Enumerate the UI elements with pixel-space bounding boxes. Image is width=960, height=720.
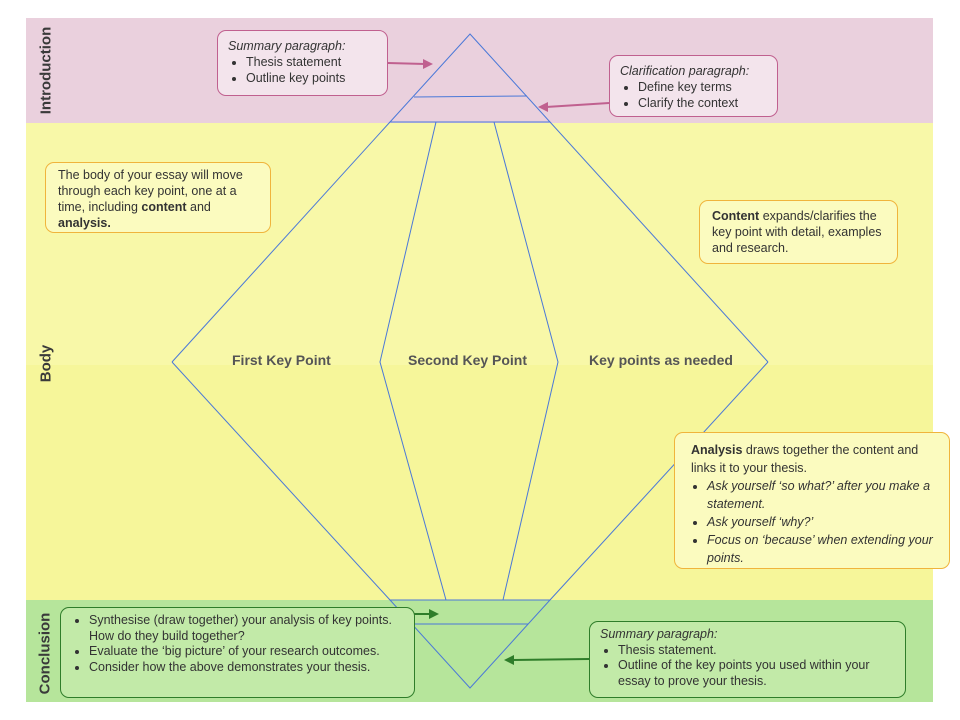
conclusion-summary-list: Thesis statement. Outline of the key poi… (600, 643, 895, 690)
diamond-upper-left-edge (171, 121, 391, 363)
list-item: Outline of the key points you used withi… (618, 658, 895, 689)
key-point-divider-left (379, 121, 447, 601)
analysis-term: Analysis (691, 443, 743, 457)
diamond-lower-right-edge (549, 361, 769, 601)
list-item: Thesis statement. (618, 643, 895, 659)
key-points-as-needed-label: Key points as needed (589, 352, 733, 368)
list-item: Consider how the above demonstrates your… (89, 660, 406, 676)
first-key-point-label: First Key Point (232, 352, 331, 368)
body-overview-text-2: and (186, 200, 211, 214)
intro-summary-arrowhead (423, 59, 433, 69)
content-term: Content (712, 209, 760, 223)
conclusion-synthesis-list: Synthesise (draw together) your analysis… (71, 613, 406, 675)
conclusion-summary-heading: Summary paragraph: (600, 627, 718, 641)
intro-clarification-heading: Clarification paragraph: (620, 64, 750, 78)
intro-clarification-arrow (545, 102, 610, 108)
intro-divider-line (413, 95, 528, 98)
intro-triangle (388, 33, 552, 123)
diamond-upper-right-edge (549, 121, 769, 363)
conclusion-right-arrowhead (504, 655, 514, 665)
list-item: Ask yourself ‘why?’ (707, 513, 933, 531)
intro-summary-heading: Summary paragraph: (228, 39, 346, 53)
analysis-note-box: Analysis draws together the content and … (674, 432, 950, 569)
conclusion-summary-box: Summary paragraph: Thesis statement. Out… (589, 621, 906, 698)
intro-summary-arrow (387, 62, 426, 65)
second-key-point-label: Second Key Point (408, 352, 528, 368)
intro-clarification-arrowhead (538, 102, 548, 112)
list-item: Clarify the context (638, 95, 767, 111)
body-overview-content-term: content (141, 200, 187, 214)
list-item: Ask yourself ‘so what?’ after you make a… (707, 477, 933, 513)
body-overview-analysis-term: analysis. (58, 216, 111, 230)
conclusion-triangle (388, 599, 552, 689)
intro-summary-box: Summary paragraph: Thesis statement Outl… (217, 30, 388, 96)
intro-clarification-list: Define key terms Clarify the context (620, 79, 767, 111)
conclusion-left-arrowhead (429, 609, 439, 619)
content-note-box: Content expands/clarifies the key point … (699, 200, 898, 264)
intro-summary-list: Thesis statement Outline key points (228, 54, 377, 86)
content-note-text: expands/clarifies the key point with det… (712, 209, 882, 255)
diamond-lower-left-edge (171, 361, 391, 601)
list-item: Evaluate the ‘big picture’ of your resea… (89, 644, 406, 660)
introduction-band (26, 18, 933, 123)
list-item: Focus on ‘because’ when extending your p… (707, 531, 933, 567)
intro-clarification-box: Clarification paragraph: Define key term… (609, 55, 778, 117)
list-item: Thesis statement (246, 54, 377, 70)
list-item: Outline key points (246, 70, 377, 86)
analysis-note-list: Ask yourself ‘so what?’ after you make a… (691, 477, 933, 567)
list-item: Define key terms (638, 79, 767, 95)
body-overview-text-1: The body of your essay will move through… (58, 168, 243, 214)
conclusion-right-arrow (512, 658, 590, 661)
analysis-note-text: draws together the content and links it … (691, 443, 919, 475)
key-point-divider-right (493, 121, 559, 601)
conclusion-synthesis-box: Synthesise (draw together) your analysis… (60, 607, 415, 698)
body-overview-box: The body of your essay will move through… (45, 162, 271, 233)
list-item: Synthesise (draw together) your analysis… (89, 613, 406, 644)
